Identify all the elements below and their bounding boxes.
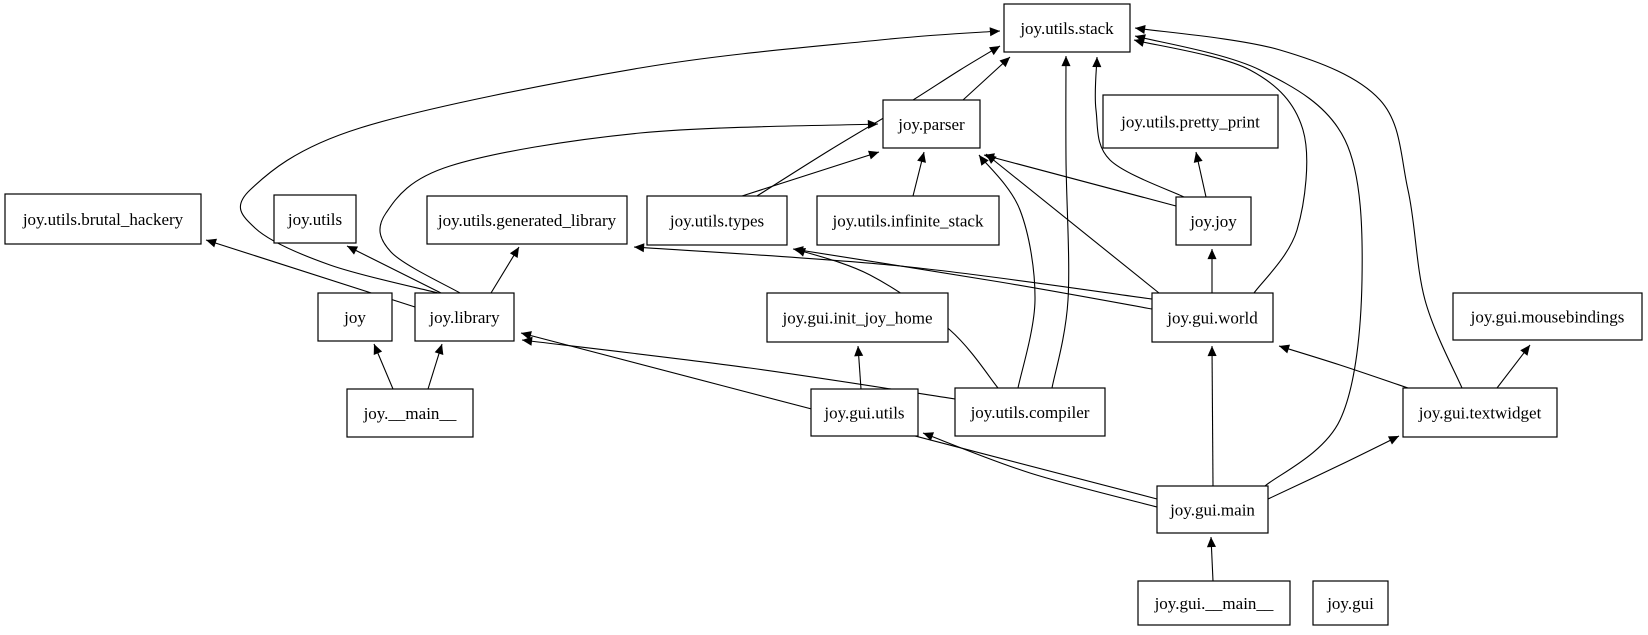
edge-world-to-generated_library bbox=[633, 243, 1153, 300]
edge-gui_main_main-to-gui_main bbox=[1206, 536, 1216, 582]
edge-textwidget-to-world bbox=[1278, 344, 1409, 389]
node-gui_main_main: joy.gui.__main__ bbox=[1137, 580, 1291, 626]
edge-world-to-types bbox=[792, 246, 1153, 310]
nodes-layer: joy.utils.brutal_hackery joy.utils joy.uti… bbox=[4, 3, 1643, 626]
node-world: joy.gui.world bbox=[1151, 292, 1274, 343]
node-label-world: joy.gui.world bbox=[1166, 309, 1258, 328]
node-generated_library: joy.utils.generated_library bbox=[426, 195, 628, 245]
edge-joy_main-to-library bbox=[427, 343, 444, 390]
node-box-utils bbox=[273, 194, 357, 244]
node-joy_joy: joy.joy bbox=[1175, 196, 1252, 246]
node-brutal_hackery: joy.utils.brutal_hackery bbox=[4, 193, 202, 245]
node-box-joy_main bbox=[346, 388, 474, 438]
edge-library-to-utils bbox=[346, 245, 442, 294]
node-box-gui bbox=[1312, 580, 1389, 626]
node-label-infinite_stack: joy.utils.infinite_stack bbox=[832, 212, 984, 231]
node-box-types bbox=[646, 195, 788, 246]
edge-gui_main-to-stack bbox=[1134, 34, 1363, 487]
node-gui: joy.gui bbox=[1312, 580, 1389, 626]
node-label-gui_main_main: joy.gui.__main__ bbox=[1154, 594, 1274, 613]
node-joy: joy bbox=[317, 292, 393, 342]
node-label-gui_main: joy.gui.main bbox=[1169, 501, 1255, 520]
node-box-stack bbox=[1003, 3, 1131, 53]
node-label-mousebindings: joy.gui.mousebindings bbox=[1470, 308, 1625, 327]
node-label-types: joy.utils.types bbox=[669, 212, 764, 231]
node-box-world bbox=[1151, 292, 1274, 343]
node-box-gui_main bbox=[1156, 485, 1269, 534]
node-label-init_joy_home: joy.gui.init_joy_home bbox=[781, 309, 932, 328]
edge-joy_main-to-joy bbox=[373, 343, 394, 390]
node-gui_main: joy.gui.main bbox=[1156, 485, 1269, 534]
edge-world-to-parser bbox=[985, 153, 1160, 294]
node-label-textwidget: joy.gui.textwidget bbox=[1418, 404, 1542, 423]
edge-parser-to-stack bbox=[962, 56, 1011, 101]
node-label-utils: joy.utils bbox=[287, 210, 342, 229]
node-label-generated_library: joy.utils.generated_library bbox=[437, 211, 617, 230]
node-box-parser bbox=[882, 99, 981, 149]
node-infinite_stack: joy.utils.infinite_stack bbox=[816, 195, 1000, 246]
node-mousebindings: joy.gui.mousebindings bbox=[1452, 292, 1643, 341]
edge-textwidget-to-stack bbox=[1134, 25, 1463, 389]
node-box-gui_utils bbox=[810, 388, 919, 437]
edge-library-to-parser bbox=[379, 119, 879, 294]
node-box-mousebindings bbox=[1452, 292, 1643, 341]
node-parser: joy.parser bbox=[882, 99, 981, 149]
node-box-library bbox=[414, 292, 515, 342]
node-box-init_joy_home bbox=[766, 292, 949, 343]
node-box-generated_library bbox=[426, 195, 628, 245]
node-box-joy bbox=[317, 292, 393, 342]
node-label-joy_main: joy.__main__ bbox=[363, 404, 457, 423]
node-compiler: joy.utils.compiler bbox=[954, 387, 1106, 437]
node-label-library: joy.library bbox=[428, 308, 500, 327]
node-label-gui: joy.gui bbox=[1326, 594, 1374, 613]
edge-gui_utils-to-init_joy_home bbox=[854, 345, 864, 390]
node-box-pretty_print bbox=[1102, 94, 1279, 149]
node-label-gui_utils: joy.gui.utils bbox=[823, 404, 904, 423]
node-init_joy_home: joy.gui.init_joy_home bbox=[766, 292, 949, 343]
edge-compiler-to-stack bbox=[1051, 55, 1071, 389]
node-label-stack: joy.utils.stack bbox=[1019, 19, 1114, 38]
node-label-brutal_hackery: joy.utils.brutal_hackery bbox=[22, 210, 184, 229]
edge-types-to-parser bbox=[741, 150, 880, 197]
edge-infinite_stack-to-parser bbox=[912, 151, 926, 197]
edge-compiler-to-parser bbox=[978, 154, 1036, 389]
edge-world-to-stack bbox=[1133, 38, 1308, 294]
node-box-infinite_stack bbox=[816, 195, 1000, 246]
node-box-brutal_hackery bbox=[4, 193, 202, 245]
node-textwidget: joy.gui.textwidget bbox=[1402, 387, 1558, 438]
node-label-joy: joy bbox=[343, 308, 366, 327]
node-label-pretty_print: joy.utils.pretty_print bbox=[1120, 113, 1260, 132]
edge-gui_main-to-world bbox=[1207, 345, 1217, 487]
edge-library-to-stack bbox=[239, 27, 1001, 294]
node-library: joy.library bbox=[414, 292, 515, 342]
edge-textwidget-to-mousebindings bbox=[1496, 344, 1531, 389]
node-label-parser: joy.parser bbox=[897, 115, 965, 134]
edge-gui_main-to-gui_utils bbox=[922, 432, 1158, 508]
edge-joy_joy-to-parser bbox=[983, 153, 1177, 207]
node-box-textwidget bbox=[1402, 387, 1558, 438]
node-label-joy_joy: joy.joy bbox=[1189, 212, 1237, 231]
node-stack: joy.utils.stack bbox=[1003, 3, 1131, 53]
node-types: joy.utils.types bbox=[646, 195, 788, 246]
node-gui_utils: joy.gui.utils bbox=[810, 388, 919, 437]
edge-joy_joy-to-stack bbox=[1092, 56, 1185, 198]
node-joy_main: joy.__main__ bbox=[346, 388, 474, 438]
edge-gui_main-to-textwidget bbox=[1267, 435, 1400, 500]
edge-joy_joy-to-pretty_print bbox=[1193, 151, 1207, 198]
node-box-gui_main_main bbox=[1137, 580, 1291, 626]
node-pretty_print: joy.utils.pretty_print bbox=[1102, 94, 1279, 149]
node-utils: joy.utils bbox=[273, 194, 357, 244]
edge-library-to-generated_library bbox=[490, 246, 520, 294]
node-box-compiler bbox=[954, 387, 1106, 437]
node-box-joy_joy bbox=[1175, 196, 1252, 246]
node-label-compiler: joy.utils.compiler bbox=[970, 403, 1090, 422]
